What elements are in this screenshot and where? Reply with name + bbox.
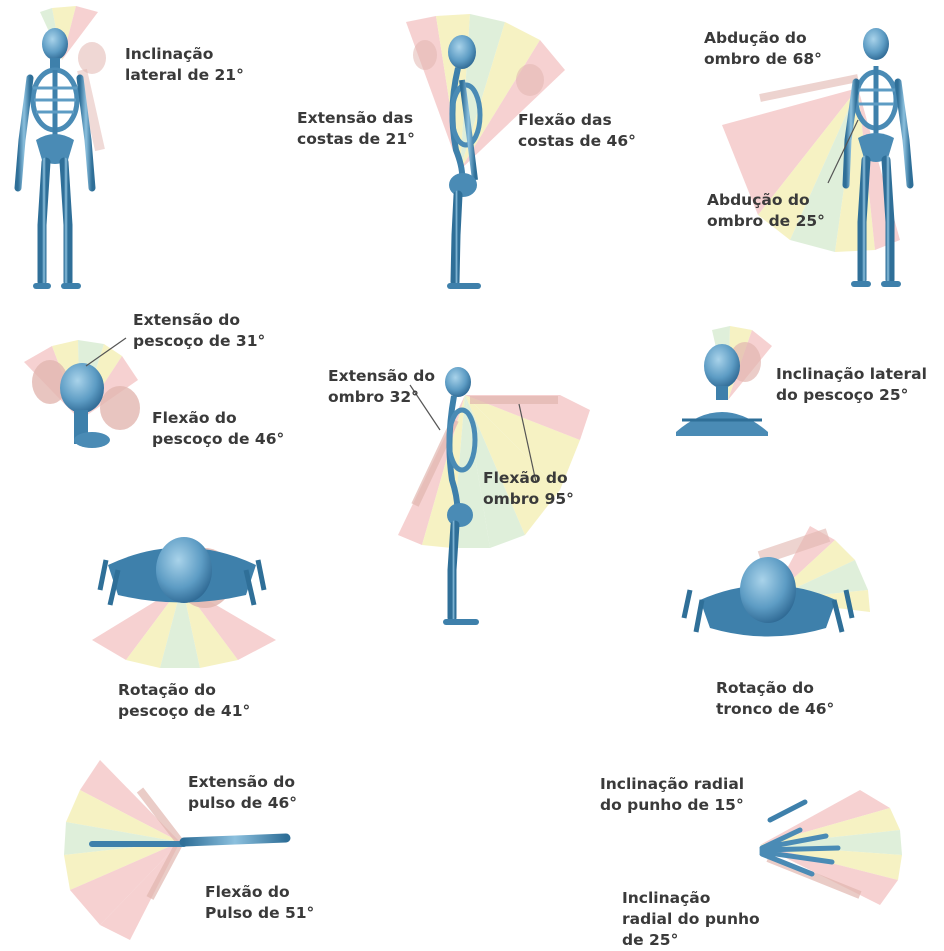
label-line: do pescoço 25°: [776, 385, 927, 406]
label-line: pulso de 46°: [188, 793, 297, 814]
label-neck-extension: Extensão do pescoço de 31°: [133, 310, 265, 352]
label-line: ombro 95°: [483, 489, 574, 510]
label-line: Pulso de 51°: [205, 903, 314, 924]
label-line: Inclinação lateral: [776, 364, 927, 385]
label-neck-flexion: Flexão do pescoço de 46°: [152, 408, 284, 450]
neck-flex-ext-figure: [24, 338, 140, 448]
label-wrist-extension: Extensão do pulso de 46°: [188, 772, 297, 814]
label-back-flexion: Flexão das costas de 46°: [518, 110, 636, 152]
label-line: Extensão das: [297, 108, 415, 129]
label-line: radial do punho: [622, 909, 760, 930]
label-line: Flexão do: [152, 408, 284, 429]
label-wrist-radial-15: Inclinação radial do punho de 15°: [600, 774, 744, 816]
label-line: Inclinação: [125, 44, 244, 65]
label-neck-rotation: Rotação do pescoço de 41°: [118, 680, 250, 722]
label-line: do punho de 15°: [600, 795, 744, 816]
label-line: Extensão do: [133, 310, 265, 331]
label-line: Inclinação radial: [600, 774, 744, 795]
label-line: lateral de 21°: [125, 65, 244, 86]
label-line: Abdução do: [704, 28, 822, 49]
label-line: tronco de 46°: [716, 699, 834, 720]
label-shoulder-flexion: Flexão do ombro 95°: [483, 468, 574, 510]
label-line: Extensão do: [328, 366, 435, 387]
label-line: ombro 32°: [328, 387, 435, 408]
label-line: Rotação do: [118, 680, 250, 701]
label-line: ombro de 25°: [707, 211, 825, 232]
label-lateral-tilt: Inclinação lateral de 21°: [125, 44, 244, 86]
label-wrist-flexion: Flexão do Pulso de 51°: [205, 882, 314, 924]
label-shoulder-abduction-68: Abdução do ombro de 68°: [704, 28, 822, 70]
label-line: costas de 46°: [518, 131, 636, 152]
label-line: Flexão do: [483, 468, 574, 489]
lateral-tilt-figure: [18, 6, 106, 286]
neck-lateral-tilt-figure: [676, 326, 772, 436]
label-line: pescoço de 41°: [118, 701, 250, 722]
trunk-rotation-figure: [684, 526, 870, 637]
label-line: ombro de 68°: [704, 49, 822, 70]
neck-rotation-figure: [92, 537, 276, 668]
label-line: Inclinação: [622, 888, 760, 909]
label-line: Flexão do: [205, 882, 314, 903]
label-shoulder-extension: Extensão do ombro 32°: [328, 366, 435, 408]
label-shoulder-abduction-25: Abdução do ombro de 25°: [707, 190, 825, 232]
label-line: Flexão das: [518, 110, 636, 131]
label-line: pescoço de 31°: [133, 331, 265, 352]
label-line: Extensão do: [188, 772, 297, 793]
label-line: costas de 21°: [297, 129, 415, 150]
label-back-extension: Extensão das costas de 21°: [297, 108, 415, 150]
label-line: pescoço de 46°: [152, 429, 284, 450]
label-line: Abdução do: [707, 190, 825, 211]
label-wrist-radial-25: Inclinação radial do punho de 25°: [622, 888, 760, 951]
label-line: Rotação do: [716, 678, 834, 699]
label-trunk-rotation: Rotação do tronco de 46°: [716, 678, 834, 720]
label-neck-lateral-tilt: Inclinação lateral do pescoço 25°: [776, 364, 927, 406]
label-line: de 25°: [622, 930, 760, 951]
